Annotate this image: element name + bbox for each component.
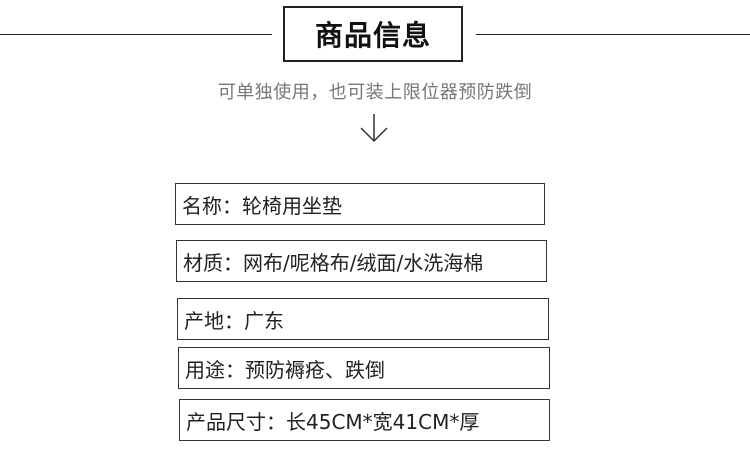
info-label: 用途：: [185, 357, 245, 382]
info-value: 轮椅用坐垫: [242, 193, 342, 218]
info-row-name: 名称：轮椅用坐垫: [175, 183, 545, 225]
info-label: 产品尺寸：: [186, 409, 286, 434]
info-label: 材质：: [183, 250, 243, 275]
info-row-usage: 用途：预防褥疮、跌倒: [178, 347, 550, 389]
info-label: 产地：: [184, 308, 244, 333]
info-label: 名称：: [182, 193, 242, 218]
header-rule-right: [476, 34, 750, 35]
section-title-text: 商品信息: [314, 19, 431, 52]
section-title: 商品信息: [283, 6, 463, 62]
info-row-size: 产品尺寸：长45CM*宽41CM*厚: [179, 399, 550, 441]
info-value: 长45CM*宽41CM*厚: [286, 409, 480, 434]
info-row-origin: 产地：广东: [177, 298, 549, 340]
header-rule-left: [0, 34, 272, 35]
info-value: 预防褥疮、跌倒: [245, 357, 385, 382]
info-value: 广东: [244, 308, 284, 333]
section-subtitle: 可单独使用，也可装上限位器预防跌倒: [217, 82, 533, 103]
arrow-down-icon: [360, 114, 388, 143]
info-value: 网布/呢格布/绒面/水洗海棉: [243, 250, 484, 275]
info-row-material: 材质：网布/呢格布/绒面/水洗海棉: [176, 240, 547, 282]
